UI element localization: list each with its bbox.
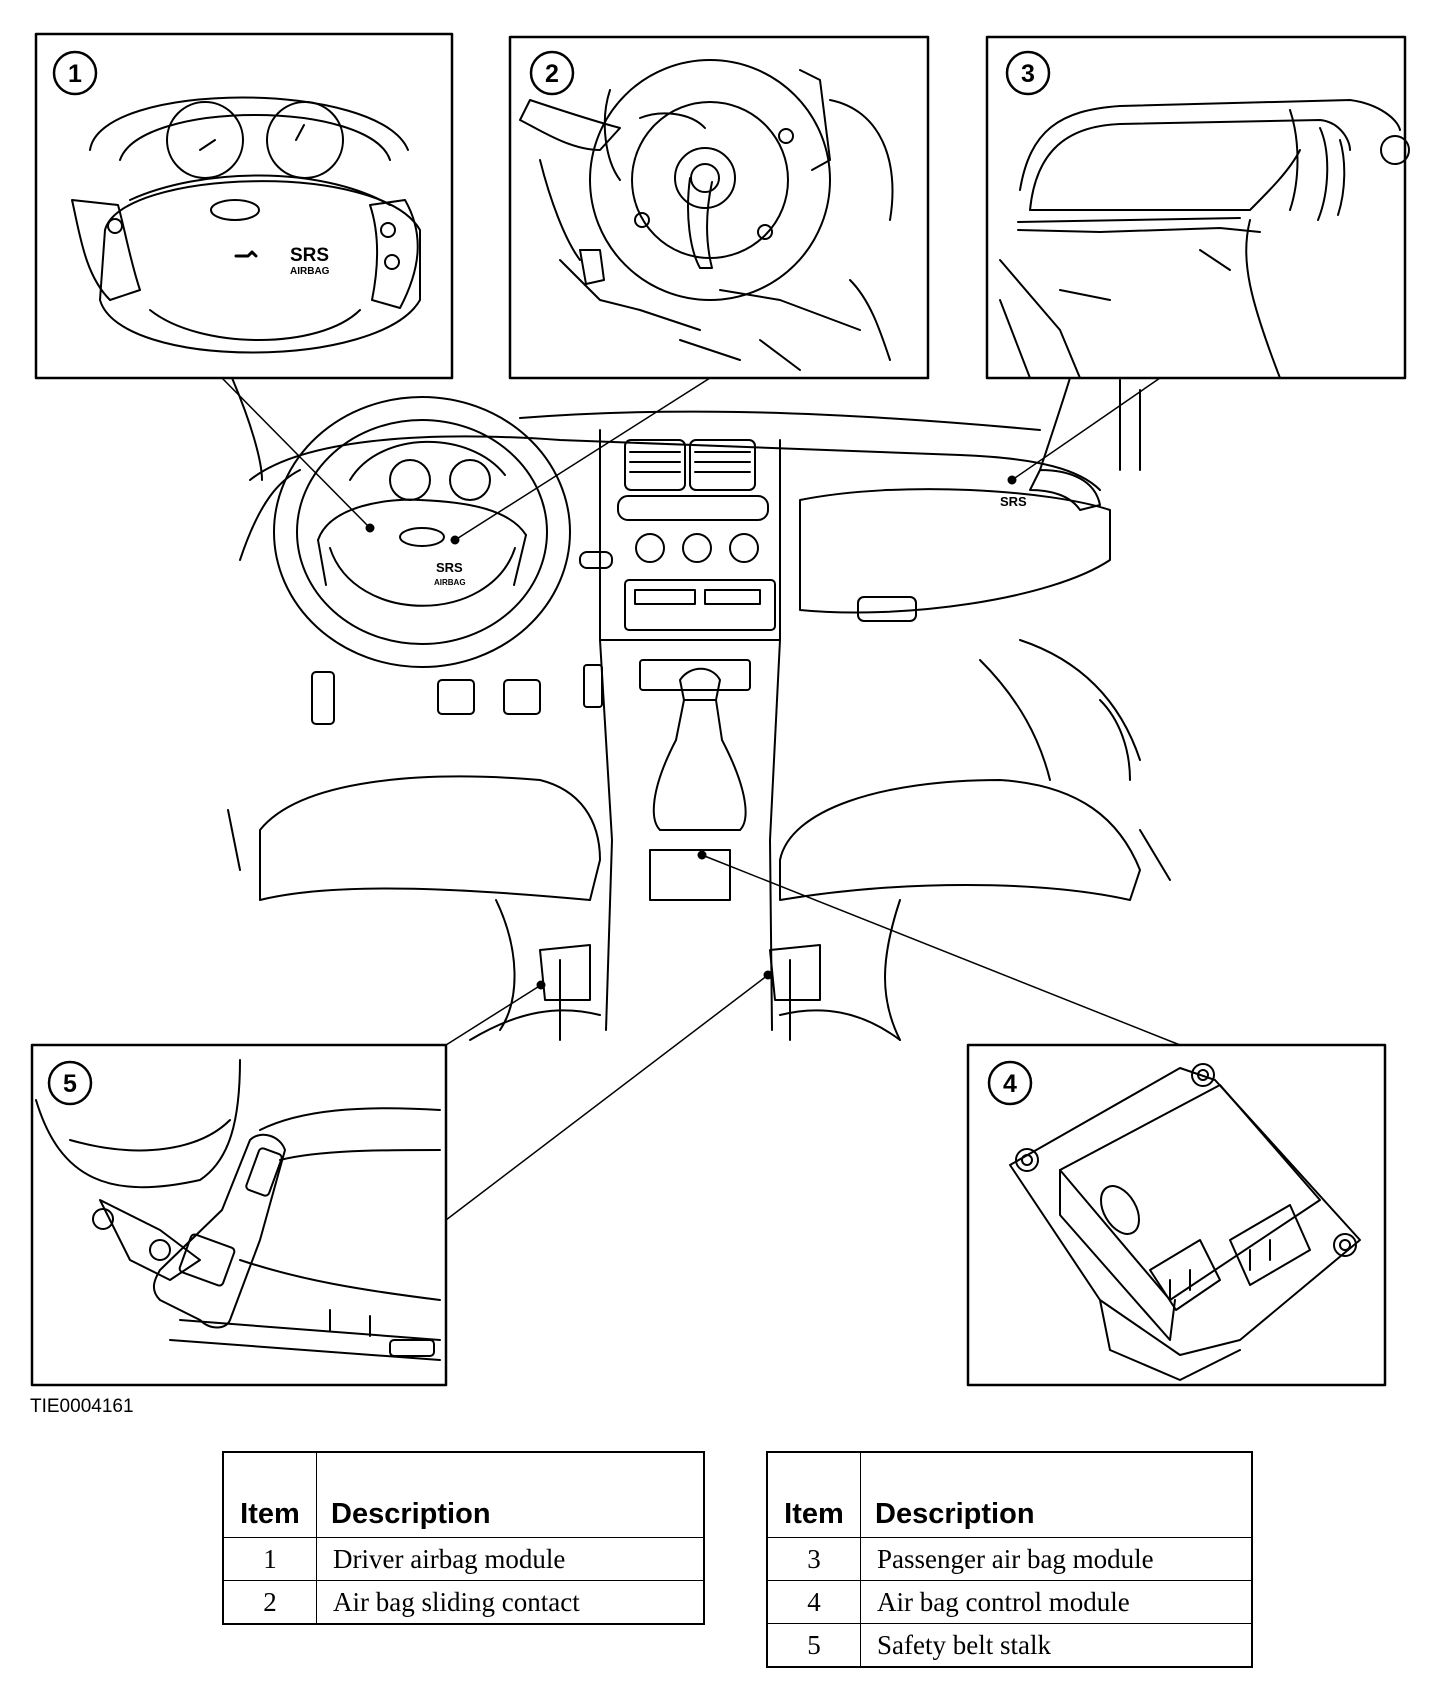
- center-vent-left: [624, 439, 686, 491]
- item-column-header: Item: [222, 1451, 317, 1538]
- description-column-header: Description: [860, 1451, 1253, 1538]
- item-number: 5: [766, 1623, 861, 1668]
- glovebox-handle: [857, 596, 917, 622]
- legend-table-left: Item Description 1 Driver airbag module …: [222, 1451, 705, 1625]
- callout-5-circle: [47, 1060, 93, 1106]
- item-number: 2: [222, 1580, 317, 1625]
- radio-unit: [624, 579, 776, 631]
- leader-lines: [221, 377, 1181, 1221]
- callout-3-label: 3: [1021, 60, 1035, 88]
- table-row: 2 Air bag sliding contact: [222, 1580, 705, 1625]
- center-vent-right: [689, 439, 756, 491]
- panel-1-srs-badge: SRS: [290, 245, 329, 266]
- item-description: Air bag sliding contact: [316, 1580, 705, 1625]
- callout-4-label: 4: [1003, 1070, 1017, 1098]
- item-number: 3: [766, 1537, 861, 1581]
- detail-panel-4: 4: [966, 1043, 1387, 1387]
- item-description: Safety belt stalk: [860, 1623, 1253, 1668]
- dash-srs-badge: SRS: [436, 560, 463, 575]
- table-header-row: Item Description: [766, 1451, 1253, 1538]
- detail-panel-5: 5: [30, 1043, 448, 1387]
- callout-1-label: 1: [68, 60, 82, 88]
- table-row: 4 Air bag control module: [766, 1580, 1253, 1624]
- dashboard-overview: SRS AIRBAG SRS: [227, 377, 1171, 1041]
- item-number: 4: [766, 1580, 861, 1624]
- description-column-header: Description: [316, 1451, 705, 1538]
- detail-panel-2: 2: [508, 35, 930, 380]
- item-description: Driver airbag module: [316, 1537, 705, 1581]
- callout-2-circle: [529, 50, 575, 96]
- callout-1-circle: [52, 50, 98, 96]
- table-row: 3 Passenger air bag module: [766, 1537, 1253, 1581]
- detail-panel-1: SRS AIRBAG 1: [34, 32, 454, 380]
- table-row: 5 Safety belt stalk: [766, 1623, 1253, 1668]
- item-number: 1: [222, 1537, 317, 1581]
- item-description: Passenger air bag module: [860, 1537, 1253, 1581]
- dash-airbag-badge: AIRBAG: [434, 578, 466, 587]
- callout-3-circle: [1005, 50, 1051, 96]
- table-header-row: Item Description: [222, 1451, 705, 1538]
- dash-passenger-srs-badge: SRS: [1000, 494, 1027, 509]
- figure-code: TIE0004161: [30, 1396, 134, 1417]
- steering-wheel: [273, 396, 571, 668]
- panel-1-airbag-badge: AIRBAG: [290, 266, 330, 277]
- callout-5-label: 5: [63, 1070, 77, 1098]
- detail-panel-3: 3: [985, 35, 1410, 380]
- callout-2-label: 2: [545, 60, 559, 88]
- table-row: 1 Driver airbag module: [222, 1537, 705, 1581]
- item-description: Air bag control module: [860, 1580, 1253, 1624]
- legend-table-right: Item Description 3 Passenger air bag mod…: [766, 1451, 1253, 1668]
- callout-4-circle: [987, 1060, 1033, 1106]
- item-column-header: Item: [766, 1451, 861, 1538]
